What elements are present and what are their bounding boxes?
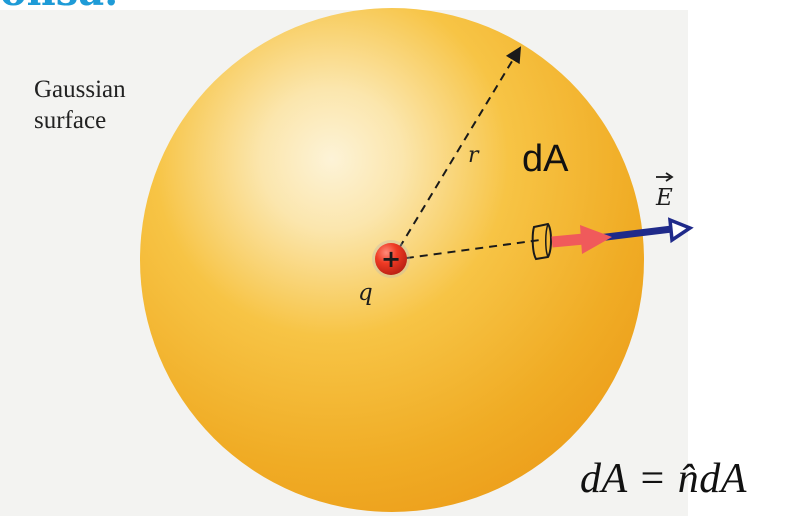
partial-heading: onsa. <box>0 0 118 12</box>
gaussian-surface-label: Gaussian surface <box>34 74 126 137</box>
charge-label: q <box>358 280 373 306</box>
area-element-label: dA <box>522 138 569 180</box>
charge-sign: + <box>380 245 402 273</box>
field-label: E <box>656 185 673 211</box>
vector-arrow-icon <box>656 172 674 182</box>
positive-charge-icon <box>372 240 410 278</box>
area-vector-equation: dA = n̂dA <box>580 456 747 502</box>
radius-label: r <box>468 143 479 168</box>
charge-to-patch-line <box>391 239 541 261</box>
area-element-icon <box>531 222 552 261</box>
gaussian-label-line-1: Gaussian <box>34 76 126 103</box>
normal-vector-arrow <box>551 225 612 254</box>
gaussian-label-line-2: surface <box>34 107 107 135</box>
